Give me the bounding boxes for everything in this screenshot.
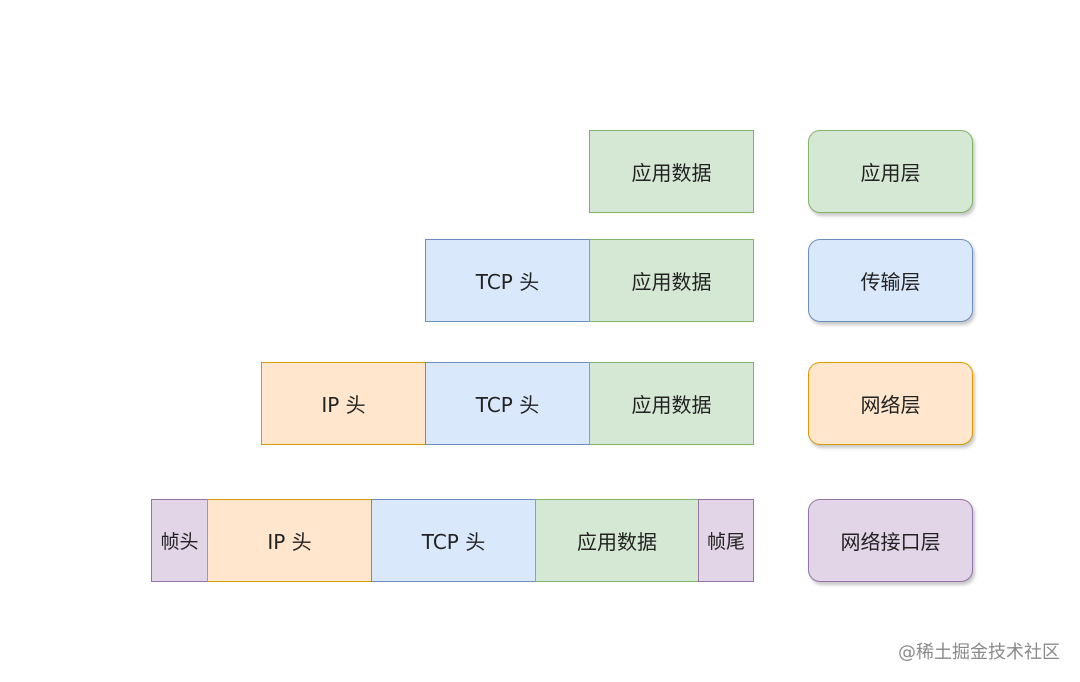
app-data-label: 应用数据 — [631, 161, 712, 185]
layer-network-label: 网络层 — [860, 393, 921, 417]
link-frame-trailer-block: 帧尾 — [698, 499, 754, 582]
link-ip-header-label: IP 头 — [267, 530, 312, 554]
network-data-label: 应用数据 — [631, 393, 712, 417]
link-frame-trailer-label: 帧尾 — [706, 531, 745, 553]
layer-network: 网络层 — [808, 362, 973, 445]
link-frame-header-block: 帧头 — [151, 499, 208, 582]
transport-data-block: 应用数据 — [589, 239, 754, 322]
link-data-block: 应用数据 — [535, 499, 699, 582]
transport-tcp-header-label: TCP 头 — [475, 270, 540, 294]
layer-transport-label: 传输层 — [860, 270, 921, 294]
transport-tcp-header-block: TCP 头 — [425, 239, 590, 322]
link-data-label: 应用数据 — [577, 530, 657, 554]
network-ip-header-block: IP 头 — [261, 362, 426, 445]
layer-transport: 传输层 — [808, 239, 973, 322]
layer-link-label: 网络接口层 — [840, 530, 941, 554]
watermark: @稀土掘金技术社区 — [898, 642, 1060, 663]
layer-link: 网络接口层 — [808, 499, 973, 582]
network-ip-header-label: IP 头 — [321, 393, 366, 417]
link-tcp-header-label: TCP 头 — [421, 530, 486, 554]
link-tcp-header-block: TCP 头 — [371, 499, 536, 582]
layer-application-label: 应用层 — [860, 161, 921, 185]
network-data-block: 应用数据 — [589, 362, 754, 445]
transport-data-label: 应用数据 — [631, 270, 712, 294]
link-ip-header-block: IP 头 — [207, 499, 372, 582]
network-tcp-header-block: TCP 头 — [425, 362, 590, 445]
app-data-block: 应用数据 — [589, 130, 754, 213]
network-tcp-header-label: TCP 头 — [475, 393, 540, 417]
link-frame-header-label: 帧头 — [160, 531, 199, 553]
layer-application: 应用层 — [808, 130, 973, 213]
